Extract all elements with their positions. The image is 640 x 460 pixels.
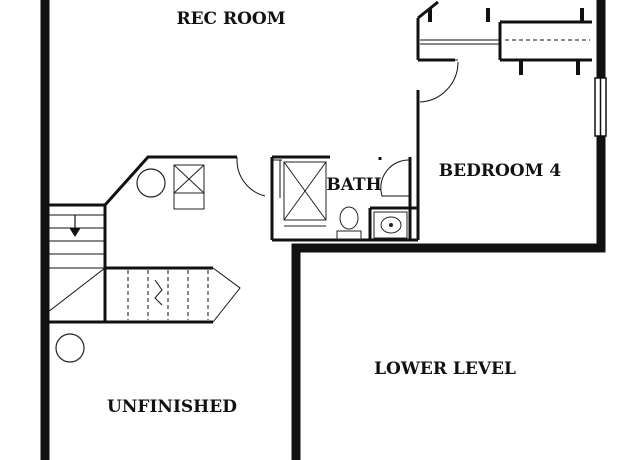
sump-pit-icon: [55, 333, 85, 363]
level-label: LOWER LEVEL: [374, 359, 516, 379]
under-stair-door: [212, 267, 241, 323]
room-label-bath: BATH: [326, 175, 381, 195]
room-label-bedroom-4: BEDROOM 4: [439, 161, 562, 181]
rec-to-mech-door: [236, 157, 266, 197]
walls: [40, 0, 606, 460]
stair-down-arrow-icon: [69, 215, 81, 237]
bedroom-door: [418, 59, 459, 103]
bath-door: [380, 159, 411, 197]
room-label-unfinished: UNFINISHED: [107, 397, 237, 417]
furnace-icon: [173, 164, 205, 210]
door-swings: [212, 59, 459, 323]
room-label-rec-room: REC ROOM: [176, 9, 285, 29]
shower-icon: [283, 161, 327, 227]
interior-walls: [48, 0, 592, 324]
window-right: [594, 77, 607, 137]
bath-door-inner: [272, 159, 282, 198]
water-heater-icon: [136, 168, 166, 198]
sink-icon: [373, 211, 408, 239]
toilet-icon: [336, 206, 362, 240]
